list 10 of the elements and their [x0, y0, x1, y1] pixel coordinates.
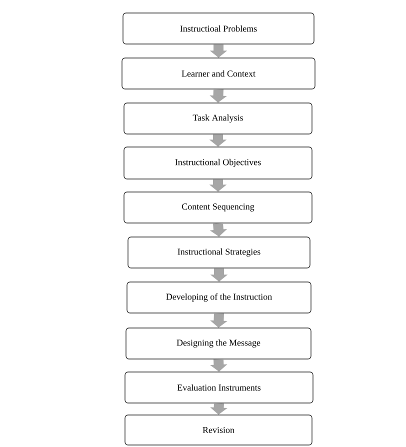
process-box: Task Analysis	[124, 102, 312, 134]
process-box: Instructional Strategies	[128, 236, 310, 268]
process-box: Instructioal Problems	[122, 12, 314, 44]
process-box: Instructional Objectives	[124, 146, 312, 180]
process-box: Developing of the Instruction	[126, 282, 312, 314]
process-box: Evaluation Instruments	[124, 372, 314, 404]
process-box: Designing the Message	[126, 328, 312, 360]
process-box: Learner and Context	[122, 58, 316, 90]
process-box: Content Sequencing	[124, 192, 312, 224]
process-box: Revision	[124, 414, 312, 446]
